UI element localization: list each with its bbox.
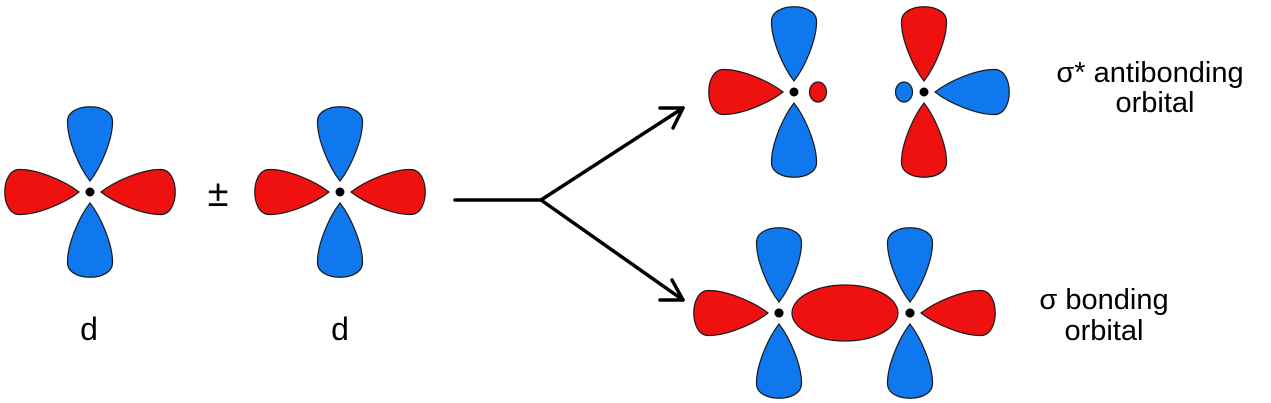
arrowhead-antibonding [658,106,685,130]
nucleus-dot [789,87,799,97]
antibonding-label-line1: σ* antibonding [1056,57,1243,89]
plus-minus-operator: ± [208,173,229,215]
d-orbital-1-top-lobe [66,106,114,182]
antibonding-orbital-2-right-lobe [934,68,1010,116]
antibonding-orbital-2-small-lobe [894,81,914,103]
d-orbital-1-left-lobe [4,168,80,216]
arrowhead-bonding [658,278,685,302]
nucleus-dot [905,308,915,318]
orbital-2-label: d [331,311,349,347]
nucleus-dot [919,87,929,97]
antibonding-orbital-1-top-lobe [770,6,818,82]
d-orbital-1-right-lobe [100,168,176,216]
d-orbital-2-left-lobe [254,168,330,216]
d-orbital-2-right-lobe [350,168,426,216]
bonding-label-line2: orbital [1065,315,1144,347]
antibonding-label-line2: orbital [1116,87,1195,119]
antibonding-orbital-1-small-lobe [808,81,828,103]
bonding-overlap-lobe [791,284,899,342]
bonding-orbital-2-right-lobe [920,289,996,337]
d-orbital-2-top-lobe [316,106,364,182]
bonding-orbital-2-top-lobe [886,227,934,303]
d-orbital-2-bottom-lobe [316,202,364,278]
reaction-arrows [453,106,685,302]
bonding-orbital-2-bottom-lobe [886,323,934,399]
bonding-orbital-1-bottom-lobe [755,323,803,399]
nucleus-dot [774,308,784,318]
arrow-to-antibonding [539,106,685,202]
nucleus-dot [85,187,95,197]
bonding-label-line1: σ bonding [1039,284,1168,316]
bonding-orbital-1-top-lobe [755,227,803,303]
orbital-1-label: d [80,311,98,347]
d-orbital-1-bottom-lobe [66,202,114,278]
bonding-orbital-1-left-lobe [693,289,769,337]
antibonding-orbital-2-bottom-lobe [900,102,948,178]
arrow-to-bonding [539,198,685,302]
antibonding-orbital-2-top-lobe [900,6,948,82]
antibonding-orbital-1-bottom-lobe [770,102,818,178]
antibonding-orbital-1-left-lobe [708,68,784,116]
nucleus-dot [335,187,345,197]
